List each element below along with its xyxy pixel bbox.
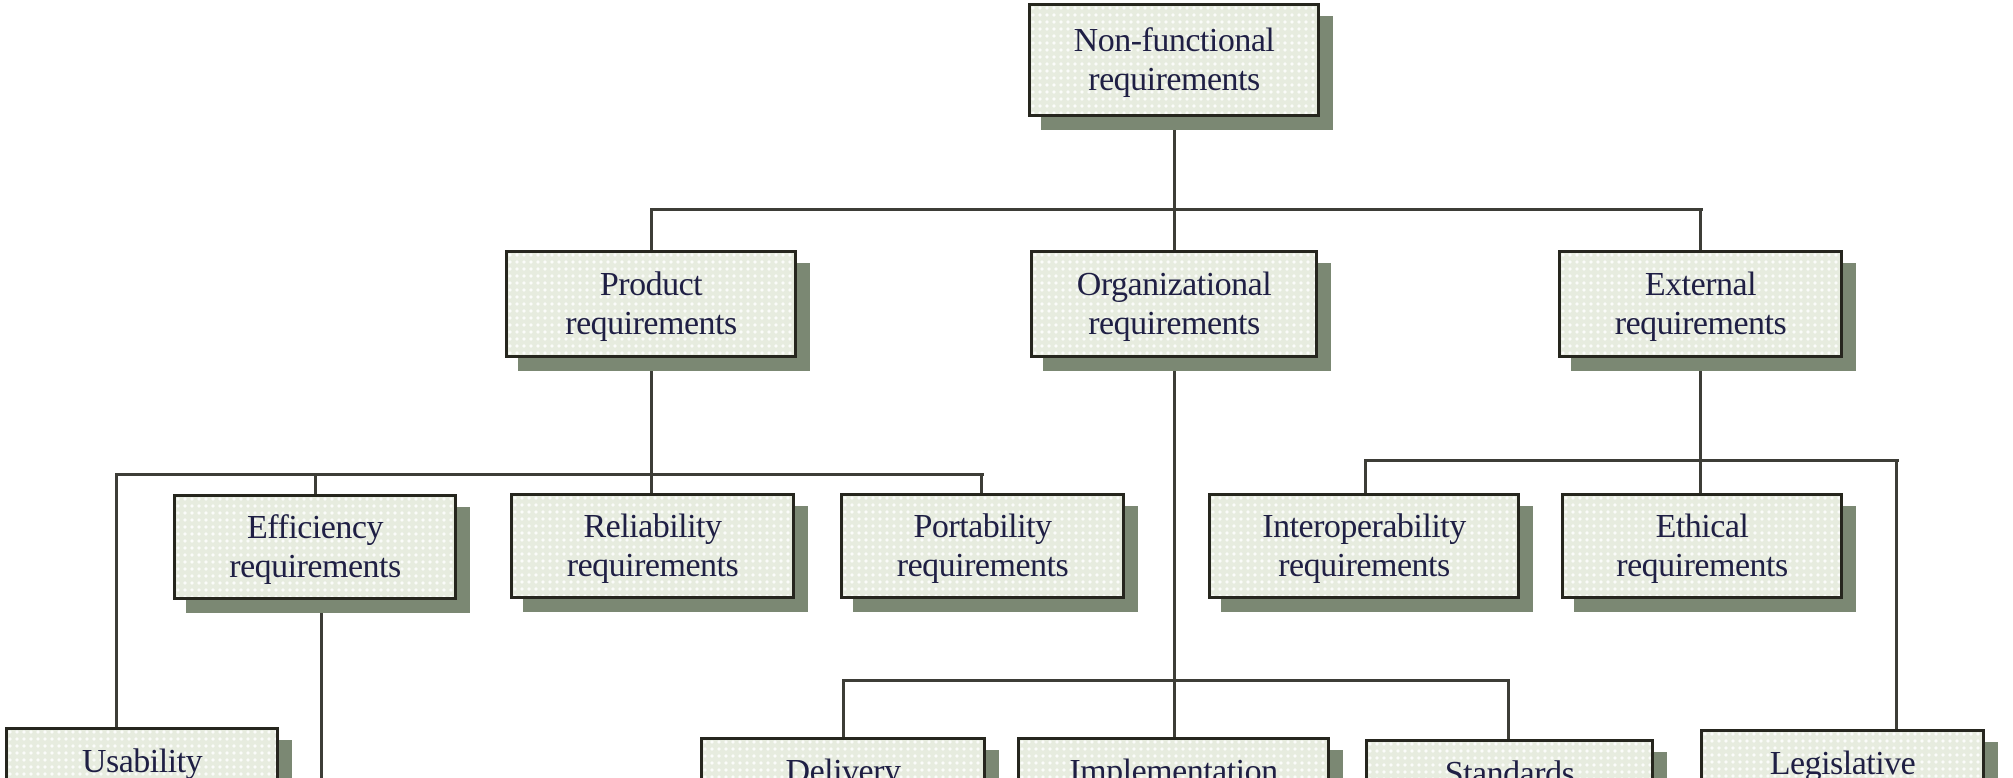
node-label-line: Product [599,265,703,303]
connector-drop-interoperability [1364,460,1367,493]
node-label-line: requirements [1088,305,1260,342]
connector-product-horizontal [115,473,984,476]
connector-drop-implementation [1173,680,1176,737]
node-standards: Standards [1365,739,1654,778]
node-label-line: requirements [566,547,739,584]
connector-drop-standards [1507,680,1510,739]
node-label-line: Ethical [1655,507,1749,545]
connector-drop-efficiency [314,474,317,494]
node-portability-requirements: Portability requirements [840,493,1125,599]
node-label-line: requirements [229,548,401,585]
connector-drop-usability [115,474,118,727]
node-label-line: External [1644,265,1757,303]
node-label-line: Efficiency [247,508,383,546]
connector-root-stem [1173,117,1176,250]
node-external-requirements: External requirements [1558,250,1843,358]
node-ethical-requirements: Ethical requirements [1561,493,1843,599]
node-label-line: Delivery [785,753,901,778]
connector-org-horizontal [842,679,1510,682]
connector-drop-legislative [1895,460,1898,729]
node-label-line: requirements [1616,547,1788,584]
connector-drop-portability [980,474,983,493]
node-efficiency-requirements: Efficiency requirements [173,494,457,600]
node-organizational-requirements: Organizational requirements [1030,250,1318,358]
node-reliability-requirements: Reliability requirements [510,493,795,599]
node-legislative: Legislative [1700,729,1985,778]
connector-drop-product [650,209,653,250]
node-label-line: requirements [1614,305,1787,342]
node-label-line: Organizational [1076,265,1272,303]
node-delivery: Delivery [700,737,986,778]
node-product-requirements: Product requirements [505,250,797,358]
connector-drop-external [1699,209,1702,250]
connector-product-stem [650,358,653,493]
node-label-line: Implementation [1069,753,1278,778]
node-interoperability-requirements: Interoperability requirements [1208,493,1520,599]
node-label-line: requirements [565,305,737,342]
node-implementation: Implementation [1017,737,1330,778]
node-label-line: Portability [913,507,1052,545]
node-label-line: requirements [1278,547,1450,584]
connector-external-horizontal [1364,459,1899,462]
connector-external-stem [1699,358,1702,493]
node-label-line: Standards [1444,755,1575,778]
node-label-line: Non-functional [1073,21,1275,59]
node-label-line: requirements [1088,61,1260,98]
node-label-line: Legislative [1769,745,1916,778]
connector-organizational-stem [1173,358,1176,680]
node-label-line: Usability [81,743,203,778]
node-label-line: Reliability [583,507,722,545]
connector-efficiency-stem [320,599,323,778]
connector-drop-delivery [842,680,845,737]
node-label-line: Interoperability [1262,507,1466,545]
node-usability: Usability [5,727,279,778]
node-non-functional-requirements: Non-functional requirements [1028,3,1320,117]
connector-level1-horizontal [650,208,1703,211]
node-label-line: requirements [896,547,1069,584]
